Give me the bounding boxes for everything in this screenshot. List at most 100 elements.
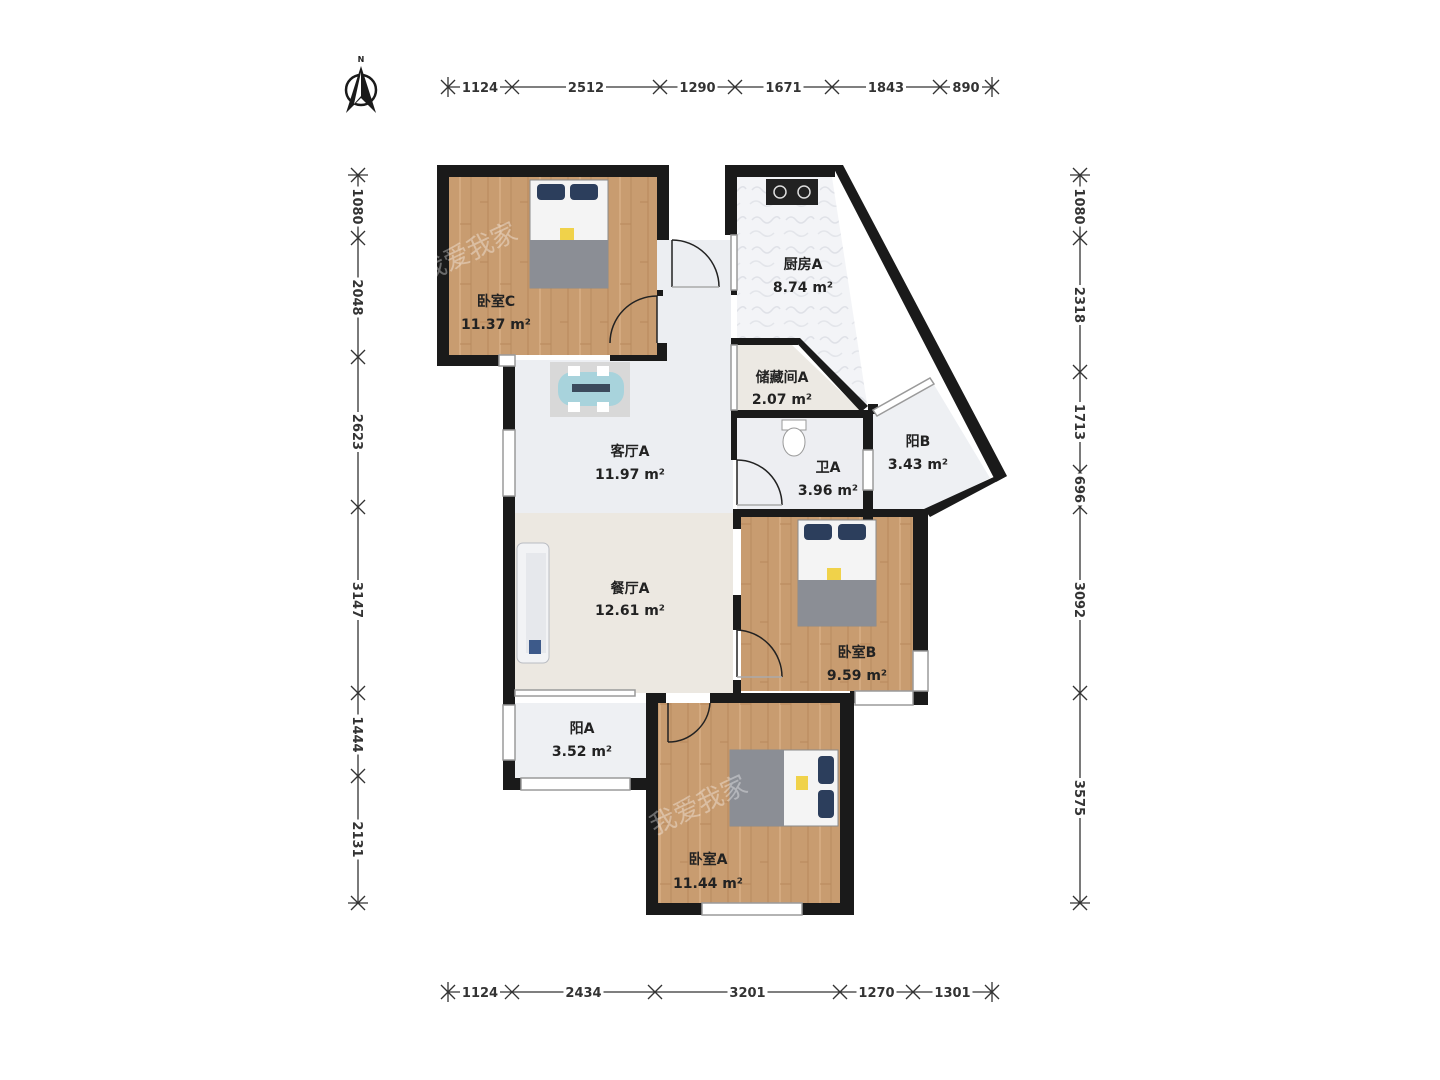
dimension-label-left: 2048 (349, 279, 364, 315)
dimension-label-bg (763, 78, 804, 96)
dimension-tick-bottom (440, 984, 456, 1000)
dimension-tick-top (440, 79, 456, 95)
floor-balcony-a (515, 703, 648, 778)
door-swing-icon (671, 239, 720, 288)
dimension-tick-right (1072, 685, 1088, 701)
dimension-tick-bottom (504, 984, 520, 1000)
dimension-tick-left (350, 499, 366, 515)
dimension-label-bg (460, 78, 500, 96)
dimension-tick-right (1072, 895, 1088, 911)
window (701, 902, 803, 916)
door-swing-icon (736, 459, 783, 506)
dimension-tick-left (350, 685, 366, 701)
dimension-tick-bottom (984, 984, 1000, 1000)
dimension-tick-top (824, 79, 840, 95)
floor-kitchen (737, 177, 868, 410)
window (514, 689, 636, 697)
window (502, 429, 516, 497)
room-labels: 卧室C 11.37 m² 厨房A 8.74 m² 储藏间A 2.07 m² 客厅… (461, 256, 948, 892)
dimension-label-bg (460, 983, 500, 1001)
dimension-label-bg (866, 78, 906, 96)
floor-balcony-b (873, 378, 990, 510)
doors (609, 239, 783, 743)
dimension-tick-bottom (905, 984, 921, 1000)
dimension-label-bg (677, 78, 718, 96)
dimension-label-bg (563, 983, 604, 1001)
dimension-label-bg (1071, 285, 1089, 325)
toilet-icon (781, 419, 807, 457)
room-area-bedroom-a: 11.44 m² (673, 876, 743, 892)
room-name-bedroom-c: 卧室C (477, 293, 515, 310)
dimension-label-bg (349, 277, 367, 318)
dimension-tick-bottom (832, 984, 848, 1000)
door-swing-icon (736, 629, 783, 678)
dimension-label-bg (349, 714, 367, 755)
dimension-label-top: 1843 (868, 81, 904, 96)
dimension-label-top: 1290 (679, 81, 715, 96)
dimension-label-right: 3092 (1071, 582, 1086, 618)
dimension-tick-left (350, 230, 366, 246)
dining-table-icon (550, 362, 630, 417)
window (520, 777, 631, 791)
bed-icon (729, 749, 839, 827)
room-name-balcony-a: 阳A (570, 721, 595, 737)
dimension-label-top: 1124 (462, 81, 498, 96)
dimension-label-bottom: 2434 (565, 986, 601, 1001)
room-name-kitchen: 厨房A (784, 256, 823, 273)
dimension-tick-right (1072, 167, 1088, 183)
dimension-label-left: 1444 (349, 716, 364, 752)
floor-storage (737, 345, 860, 410)
room-name-bath: 卫A (816, 460, 841, 476)
dimension-tick-top (504, 79, 520, 95)
dimension-label-bottom: 1270 (858, 986, 894, 1001)
dimension-label-right: 2318 (1071, 287, 1086, 323)
room-name-bedroom-a: 卧室A (689, 851, 728, 868)
dimension-tick-left (350, 768, 366, 784)
dimension-label-bg (349, 580, 367, 620)
dimension-label-bg (1071, 473, 1089, 506)
room-area-balcony-b: 3.43 m² (888, 457, 948, 473)
room-name-dining: 餐厅A (610, 580, 650, 597)
door-swing-icon (609, 295, 658, 344)
dimension-label-left: 1080 (349, 188, 364, 224)
window (912, 650, 929, 692)
dimension-tick-right (1072, 364, 1088, 380)
dimension-tick-top (727, 79, 743, 95)
dimension-label-bg (566, 78, 606, 96)
dimension-tick-right (1072, 230, 1088, 246)
stove-icon (766, 179, 818, 205)
dimension-label-bg (727, 983, 768, 1001)
dimension-label-bg (1071, 580, 1089, 620)
room-name-storage: 储藏间A (755, 369, 809, 386)
windows (498, 234, 936, 916)
dimension-tick-bottom (647, 984, 663, 1000)
window (498, 354, 516, 367)
bed-icon (797, 519, 877, 627)
room-area-living: 11.97 m² (595, 467, 665, 483)
window (854, 690, 914, 706)
dimension-label-top: 2512 (568, 81, 604, 96)
dimension-label-right: 696 (1071, 476, 1086, 503)
window (730, 344, 738, 411)
dimension-label-left: 3147 (349, 582, 364, 618)
dimension-tick-left (350, 349, 366, 365)
room-area-balcony-a: 3.52 m² (552, 744, 612, 760)
dimension-label-bottom: 1124 (462, 986, 498, 1001)
dimension-label-left: 2623 (349, 414, 364, 450)
window (502, 704, 516, 761)
window (862, 449, 874, 491)
dimension-tick-top (652, 79, 668, 95)
room-area-storage: 2.07 m² (752, 392, 812, 408)
room-name-living: 客厅A (610, 443, 650, 460)
dimension-label-bg (349, 412, 367, 452)
dimension-label-bg (349, 819, 367, 860)
dimension-tick-top (984, 79, 1000, 95)
dimension-label-top: 890 (952, 81, 979, 96)
dimension-label-bg (932, 983, 973, 1001)
sofa-icon (516, 542, 550, 664)
room-name-balcony-b: 阳B (906, 434, 931, 450)
room-area-bedroom-c: 11.37 m² (461, 317, 531, 333)
room-area-bath: 3.96 m² (798, 483, 858, 499)
